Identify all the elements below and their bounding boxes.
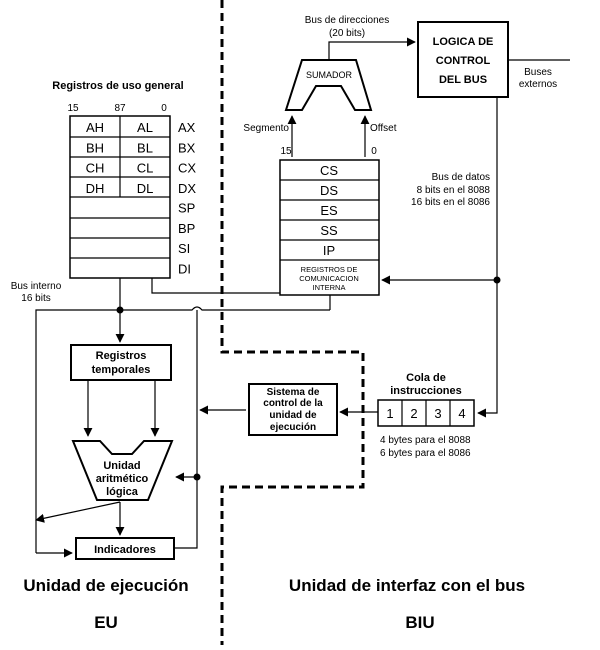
bit-87-label: 87 <box>114 103 126 114</box>
queue-title: Cola de <box>406 372 446 384</box>
address-bus-label: Bus de direcciones <box>305 15 390 26</box>
register-pair-name: AX <box>178 120 196 135</box>
register-name: DI <box>178 261 191 276</box>
bus-control-logic-label-2: CONTROL <box>436 55 491 67</box>
queue-slots: 1 2 3 4 <box>386 406 465 421</box>
eu-control-box <box>248 383 338 436</box>
eu-title: Unidad de ejecución <box>23 576 188 595</box>
segment-label: Segmento <box>243 123 289 134</box>
adder-shape <box>284 59 373 111</box>
seg-bit-0-label: 0 <box>371 146 377 157</box>
queue-slot: 1 <box>386 406 393 421</box>
register-name: SI <box>178 241 190 256</box>
register-pair-name: CX <box>178 161 196 176</box>
queue-note-8086: 6 bytes para el 8086 <box>380 448 471 459</box>
register-high-byte: CH <box>86 161 105 176</box>
queue-note-8088: 4 bytes para el 8088 <box>380 435 471 446</box>
alu-label-2: aritmético <box>96 473 149 485</box>
queue-slot: 4 <box>458 406 465 421</box>
eu-control-label-4: ejecución <box>270 422 316 433</box>
gp-registers-title: Registros de uso general <box>52 80 183 92</box>
offset-label: Offset <box>370 123 397 134</box>
gp-register-singles: SP BP SI DI <box>178 201 195 277</box>
internal-bus-width-label: 16 bits <box>21 293 50 304</box>
eu-abbreviation: EU <box>94 613 118 632</box>
segment-register: IP <box>323 243 335 258</box>
alu-label: Unidad <box>103 460 140 472</box>
register-high-byte: BH <box>86 140 104 155</box>
bus-control-logic-label-3: DEL BUS <box>439 74 487 86</box>
register-low-byte: DL <box>137 181 154 196</box>
segment-register: CS <box>320 163 338 178</box>
register-low-byte: AL <box>137 120 153 135</box>
biu-abbreviation: BIU <box>405 613 434 632</box>
eu-control-label: Sistema de <box>267 387 320 398</box>
temp-registers-box <box>70 344 172 381</box>
queue-title-2: instrucciones <box>390 385 462 397</box>
register-name: BP <box>178 221 195 236</box>
register-low-byte: BL <box>137 140 153 155</box>
register-name: SP <box>178 201 195 216</box>
address-bus-width-label: (20 bits) <box>329 28 365 39</box>
biu-title: Unidad de interfaz con el bus <box>289 576 525 595</box>
flags-label: Indicadores <box>94 544 156 556</box>
external-buses-label: Buses <box>524 67 552 78</box>
eu-control-label-2: control de la <box>263 398 323 409</box>
register-high-byte: AH <box>86 120 104 135</box>
seg-bit-15-label: 15 <box>280 146 292 157</box>
internal-bus-label: Bus interno <box>11 281 62 292</box>
segment-register: ES <box>320 203 338 218</box>
internal-comm-label-2: COMUNICACION <box>299 274 359 283</box>
internal-comm-label: REGISTROS DE <box>301 265 358 274</box>
gp-register-pairs: AH AL AX BH BL BX CH CL CX DH DL DX <box>86 120 197 196</box>
queue-slot: 3 <box>434 406 441 421</box>
data-bus-width-8088: 8 bits en el 8088 <box>417 185 491 196</box>
segment-register: SS <box>320 223 338 238</box>
external-buses-label-2: externos <box>519 79 557 90</box>
register-low-byte: CL <box>137 161 154 176</box>
register-pair-name: BX <box>178 140 196 155</box>
segment-register-file <box>279 159 380 296</box>
bus-junction-dot <box>116 306 124 314</box>
eu-control-label-3: unidad de <box>269 410 317 421</box>
register-pair-name: DX <box>178 181 196 196</box>
queue-slot: 2 <box>410 406 417 421</box>
alu-shape <box>71 440 174 501</box>
register-high-byte: DH <box>86 181 105 196</box>
bus-junction-dot <box>193 473 201 481</box>
data-bus-junction-dot <box>493 276 501 284</box>
data-bus-label: Bus de datos <box>432 172 490 183</box>
instruction-queue <box>377 399 475 427</box>
segment-registers: CS DS ES SS IP <box>320 163 338 258</box>
bus-control-logic-label: LOGICA DE <box>433 36 494 48</box>
data-bus-width-8086: 16 bits en el 8086 <box>411 197 490 208</box>
adder-label: SUMADOR <box>306 70 353 80</box>
bit-15-label: 15 <box>67 103 79 114</box>
internal-comm-label-3: INTERNA <box>313 283 346 292</box>
internal-bus-lines <box>35 278 331 558</box>
alu-label-3: lógica <box>106 486 139 498</box>
segment-register: DS <box>320 183 338 198</box>
flags-box <box>75 537 175 560</box>
temp-registers-label-2: temporales <box>92 364 151 376</box>
temp-registers-label: Registros <box>96 350 147 362</box>
bit-0-label: 0 <box>161 103 167 114</box>
